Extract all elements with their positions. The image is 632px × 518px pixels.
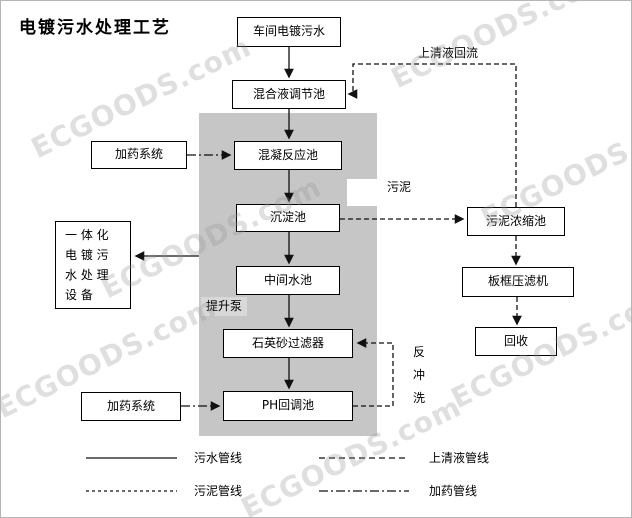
- node-plate-frame-filter-press: 板框压滤机: [462, 267, 574, 297]
- node-quartz-sand-filter: 石英砂过滤器: [223, 329, 353, 358]
- label-sludge: 污泥: [387, 180, 412, 194]
- node-dosing-system-bottom: 加药系统: [81, 392, 181, 421]
- background-notch: [347, 179, 377, 206]
- node-coagulation-reaction-tank: 混凝反应池: [234, 141, 342, 170]
- legend-wastewater-line: 污水管线: [194, 451, 243, 465]
- node-sludge-thickening-tank: 污泥浓缩池: [467, 207, 565, 236]
- legend-sludge-line: 污泥管线: [194, 484, 243, 498]
- node-ph-adjust-tank: PH回调池: [223, 391, 353, 421]
- node-intermediate-tank: 中间水池: [236, 266, 340, 295]
- node-workshop-wastewater: 车间电镀污水: [237, 17, 341, 47]
- label-lift-pump: 提升泵: [201, 297, 248, 316]
- label-supernatant-return: 上清液回流: [418, 46, 479, 60]
- legend-supernatant-line: 上清液管线: [429, 451, 490, 465]
- legend-dosing-line: 加药管线: [429, 484, 478, 498]
- node-integrated-equipment: 一 体 化 电 镀 污 水 处 理 设 备: [55, 221, 131, 309]
- node-sedimentation-tank: 沉淀池: [236, 204, 340, 232]
- node-dosing-system-top: 加药系统: [91, 141, 187, 169]
- diagram-title: 电镀污水处理工艺: [19, 18, 171, 38]
- label-backwash: 反 冲 洗: [413, 345, 426, 405]
- node-mixing-regulating-tank: 混合液调节池: [232, 80, 346, 109]
- node-recycle: 回收: [475, 327, 557, 356]
